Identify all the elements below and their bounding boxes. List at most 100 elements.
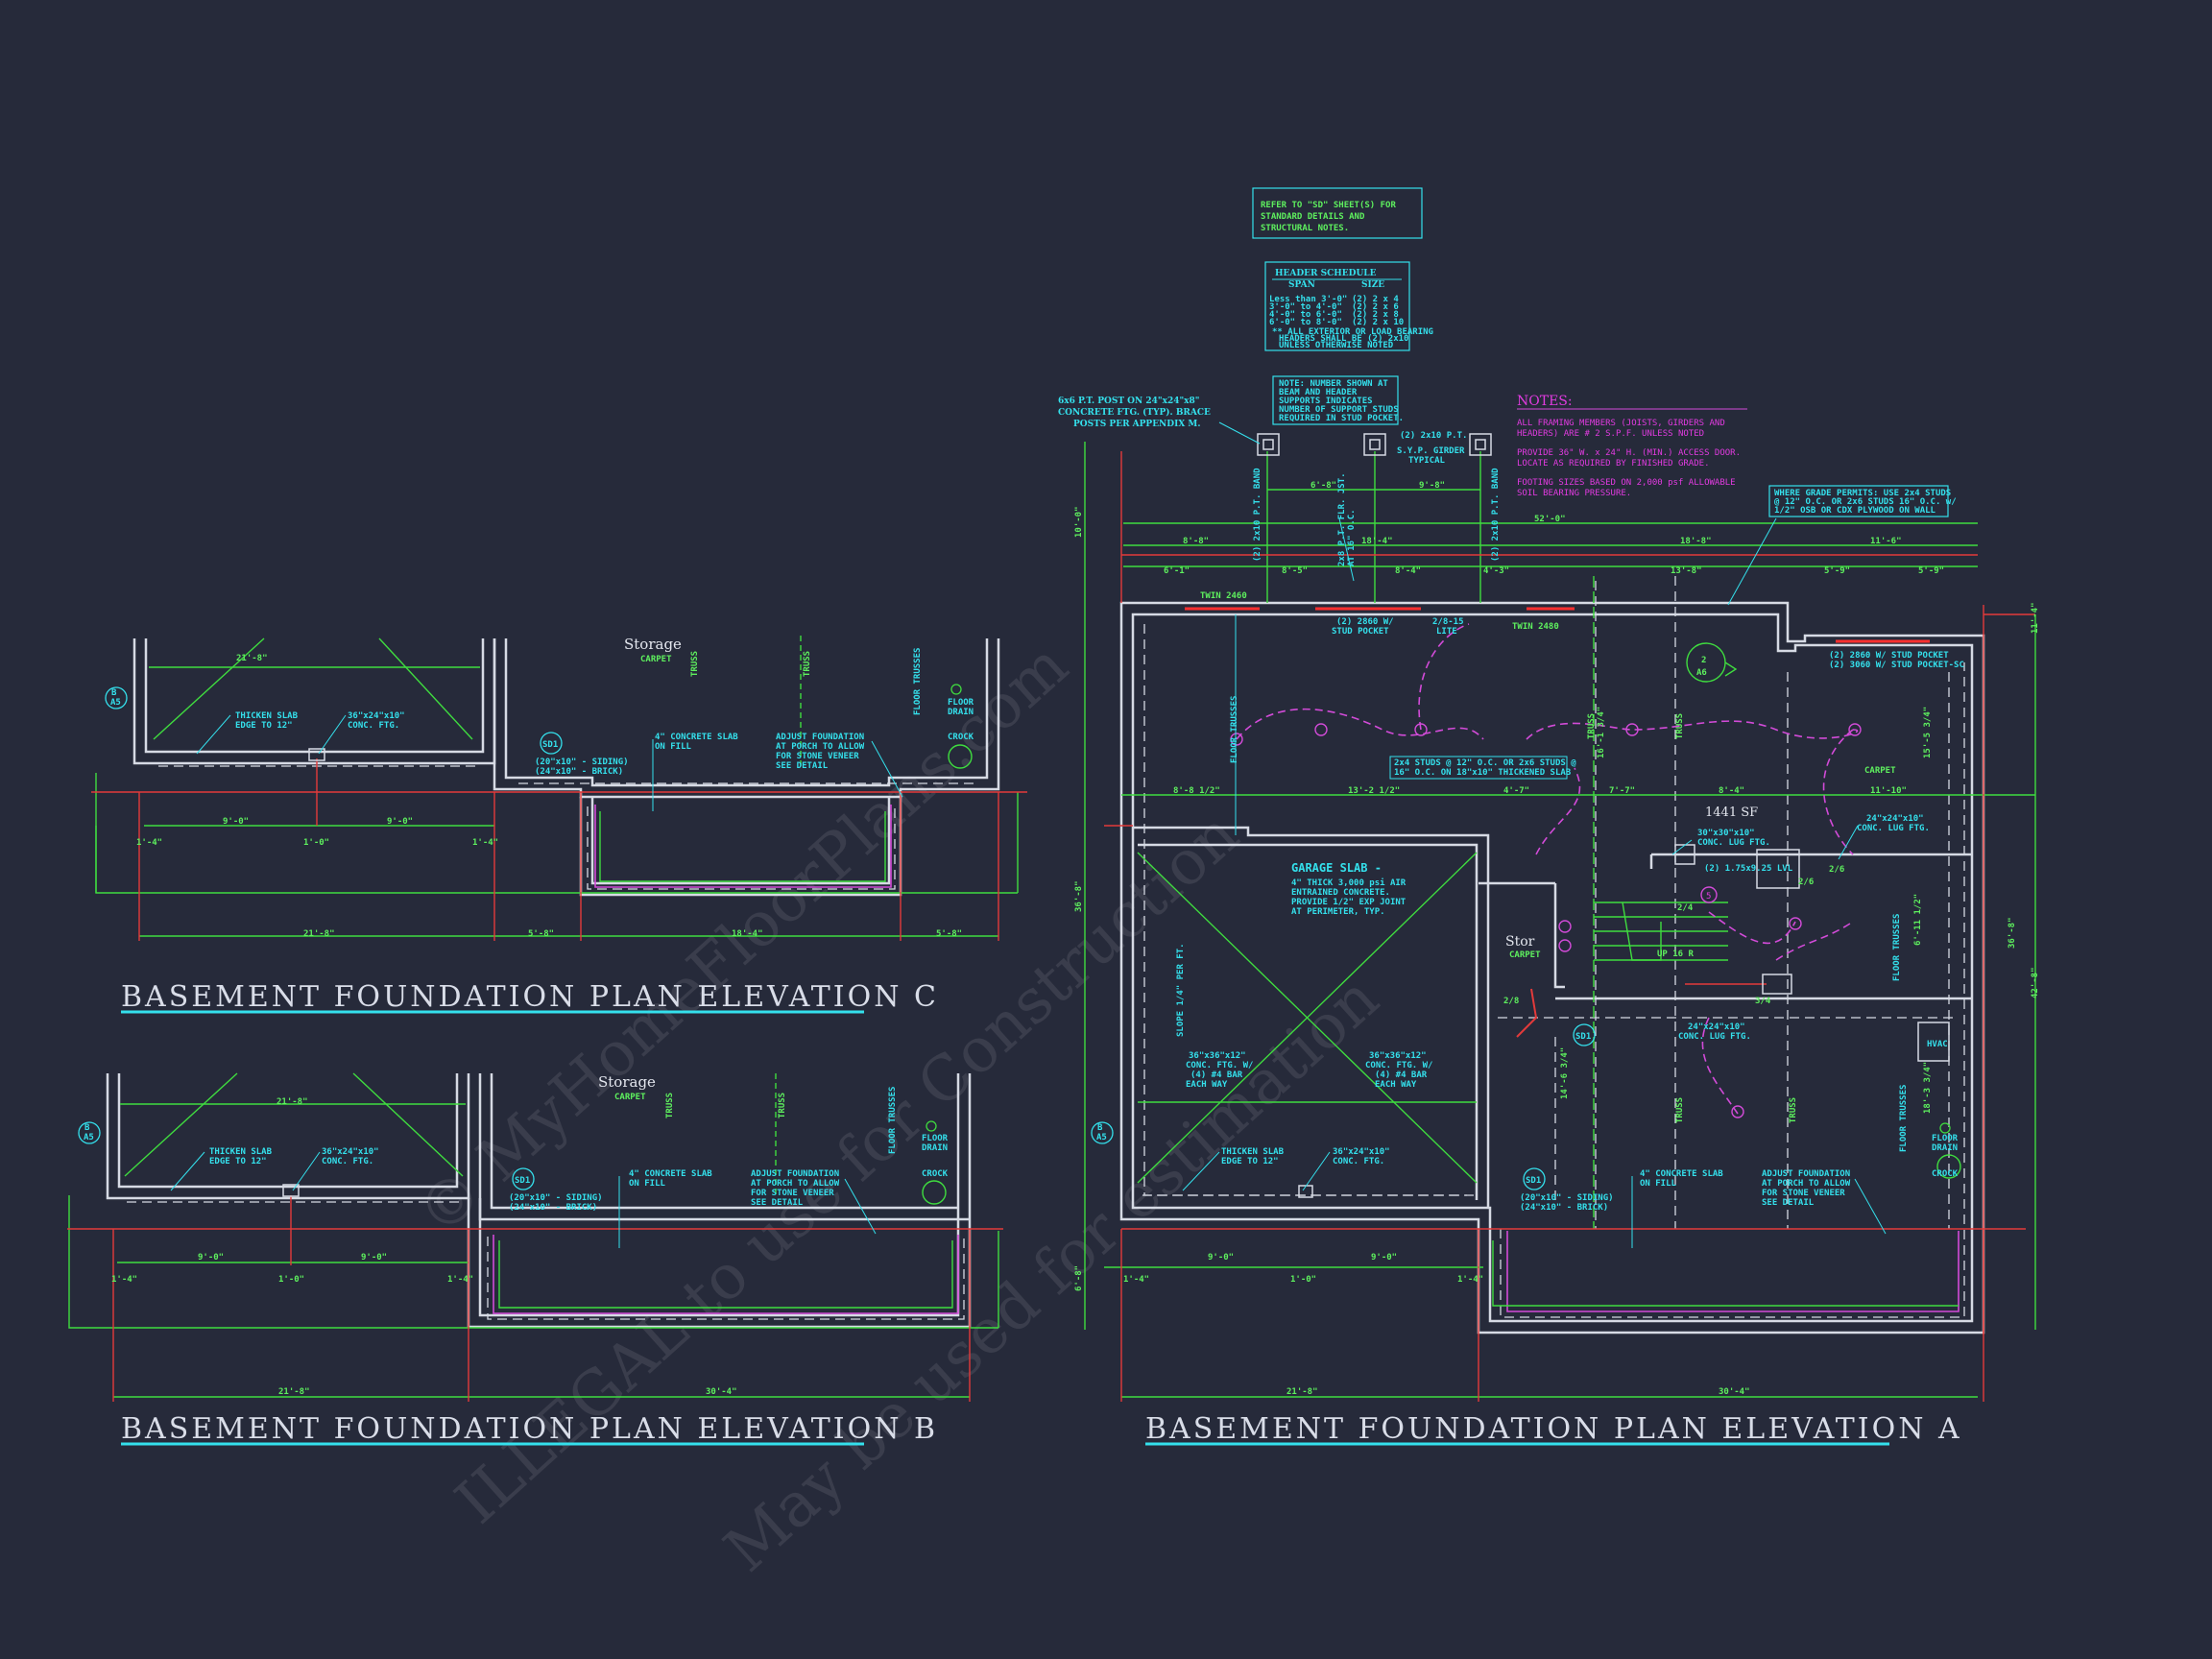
plan-a-walls	[1119, 601, 1985, 1334]
dim-b-mid-2: 9'-0"	[361, 1253, 387, 1262]
hs-row3-size: (2) 2 x 8	[1352, 310, 1399, 320]
sd-marker-a-label: SD1	[1526, 1176, 1541, 1186]
label-truss-b-2: TRUSS	[778, 1093, 787, 1118]
header-schedule-title: HEADER SCHEDULE	[1275, 269, 1377, 278]
grade-note: WHERE GRADE PERMITS: USE 2x4 STUDS@ 12" …	[1774, 489, 1957, 516]
label-stair-up: UP 16 R	[1657, 950, 1695, 959]
crock-circle	[948, 744, 973, 769]
header-schedule-rows: Less than 3'-0" (2) 2 x 4 3'-0" to 4'-0"…	[1269, 295, 1433, 350]
dim-c-mid-5: 1'-4"	[472, 838, 498, 848]
dim-a-bot-6: 1'-0"	[1290, 1275, 1316, 1285]
dim-a-top-1: 52'-0"	[1534, 515, 1566, 524]
dim-a-mid-6: 11'-10"	[1870, 786, 1907, 796]
label-truss-a1: TRUSS	[1587, 713, 1597, 739]
dim-a-top-9: 4'-3"	[1483, 566, 1509, 576]
label-band-1: (2) 2x10 P.T. BAND	[1253, 468, 1262, 562]
dim-a-bot-4: 9'-0"	[1371, 1253, 1397, 1262]
room-label-carpet: CARPET	[640, 655, 672, 664]
hs-row1-span: Less than 3'-0"	[1269, 295, 1347, 304]
dim-a-top-6: 6'-1"	[1164, 566, 1190, 576]
plan-c-footing-dashed	[158, 765, 979, 890]
hs-row4-size: (2) 2 x 10	[1352, 318, 1404, 327]
plan-c-red-dims	[91, 758, 1027, 941]
dim-c-mid-1: 9'-0"	[223, 817, 249, 827]
crock-circle-a	[1936, 1154, 1961, 1179]
grade-note-box	[1768, 485, 1949, 517]
tag-5: 5	[1706, 892, 1711, 902]
dim-misc-8: 16'-1 3/4"	[1597, 707, 1606, 758]
dim-a-bot-5: 1'-4"	[1123, 1275, 1149, 1285]
header-schedule-box	[1264, 261, 1410, 351]
plan-c-green-lines	[95, 636, 1019, 937]
dim-c-mid-4: 1'-0"	[303, 838, 329, 848]
sd-marker-a-2-label: SD1	[1575, 1032, 1591, 1042]
room-label-carpet-a: CARPET	[1864, 766, 1896, 776]
dim-a-mid-4: 7'-7"	[1609, 786, 1635, 796]
sd-marker-a-2	[1573, 1023, 1596, 1046]
dim-c-mid-2: 9'-0"	[387, 817, 413, 827]
dim-misc-6: 6'-11 1/2"	[1913, 894, 1923, 946]
dim-a-mid-5: 8'-4"	[1719, 786, 1744, 796]
dim-a-mid-2: 13'-2 1/2"	[1348, 786, 1400, 796]
label-twin-2480: TWIN 2480	[1512, 622, 1559, 632]
label-stud-pocket-1: (2) 2860 W/STUD POCKET	[1332, 617, 1394, 637]
dim-a-right-2: 42'-8"	[2031, 967, 2040, 998]
dim-a-top-8: 8'-4"	[1395, 566, 1421, 576]
dim-misc-3: 2/8	[1503, 997, 1519, 1006]
dim-b-mid-1: 9'-0"	[198, 1253, 224, 1262]
label-stud-pocket-2: (2) 2860 W/ STUD POCKET(2) 3060 W/ STUD …	[1829, 651, 1964, 670]
dim-a-bot-7: 1'-4"	[1457, 1275, 1483, 1285]
note-studs-box	[1389, 756, 1568, 780]
dim-a-top-4: 18'-8"	[1680, 537, 1712, 546]
room-label-storage: Storage	[624, 636, 682, 653]
dim-misc-7: 14'-6 3/4"	[1560, 1047, 1570, 1099]
room-label-storage-b: Storage	[598, 1073, 656, 1091]
label-lug-ftg-2: 24"x24"x10"CONC. LUG FTG.	[1857, 814, 1930, 833]
stud-note-box	[1272, 375, 1399, 425]
crock-circle-b	[922, 1180, 947, 1205]
label-truss-c-2: TRUSS	[803, 651, 812, 677]
notes-title: NOTES:	[1517, 394, 1573, 409]
hs-foot3: UNLESS OTHERWISE NOTED	[1279, 341, 1394, 350]
dim-b-bot-1: 21'-8"	[278, 1387, 310, 1397]
plan-elevation-c: Storage CARPET 21'-8" 9'-0" 9'-0" 1'-4" …	[91, 636, 1027, 1014]
floor-drain-circle-a	[1939, 1122, 1951, 1134]
post-note: 6x6 P.T. POST ON 24"x24"x8"CONCRETE FTG.…	[1058, 397, 1211, 429]
label-lvl: (2) 1.75x9.25 LVL	[1704, 864, 1793, 874]
dim-a-left-2: 36'-8"	[1074, 880, 1084, 912]
plan-b-footing-dashed	[127, 1201, 965, 1320]
tag-a6: A6	[1696, 668, 1707, 678]
dim-misc-4: 3/4	[1755, 997, 1771, 1006]
dim-c-bot-2: 5'-8"	[528, 929, 554, 939]
dim-a-bot-1: 21'-8"	[1286, 1387, 1318, 1397]
room-label-carpet-stor: CARPET	[1509, 950, 1541, 960]
plan-a-slab-edge	[1506, 1231, 1960, 1312]
label-floor-trusses-a3: FLOOR TRUSSES	[1892, 914, 1902, 981]
dim-a-top-5: 11'-6"	[1870, 537, 1902, 546]
plan-a-green-lines	[1084, 442, 2036, 1398]
tag-a6-arrow	[1724, 661, 1738, 677]
label-truss-a2: TRUSS	[1675, 713, 1685, 739]
label-floor-trusses-a1: FLOOR TRUSSES	[1230, 696, 1239, 763]
plan-a-fixtures	[1230, 723, 1862, 1118]
dim-a-top-10: 13'-8"	[1671, 566, 1702, 576]
plan-c-leaders	[196, 714, 903, 811]
dim-a-left-3: 6'-8"	[1074, 1265, 1084, 1291]
dim-c-mid-3: 1'-4"	[136, 838, 162, 848]
tag-2: 2	[1701, 656, 1706, 665]
plan-a-electrical	[1236, 623, 1859, 1115]
label-lug-ftg-1: 30"x30"x10"CONC. LUG FTG.	[1697, 829, 1770, 848]
label-crock-b: CROCK	[922, 1169, 949, 1179]
hs-row4-span: 6'-0" to 8'-0"	[1269, 318, 1342, 327]
